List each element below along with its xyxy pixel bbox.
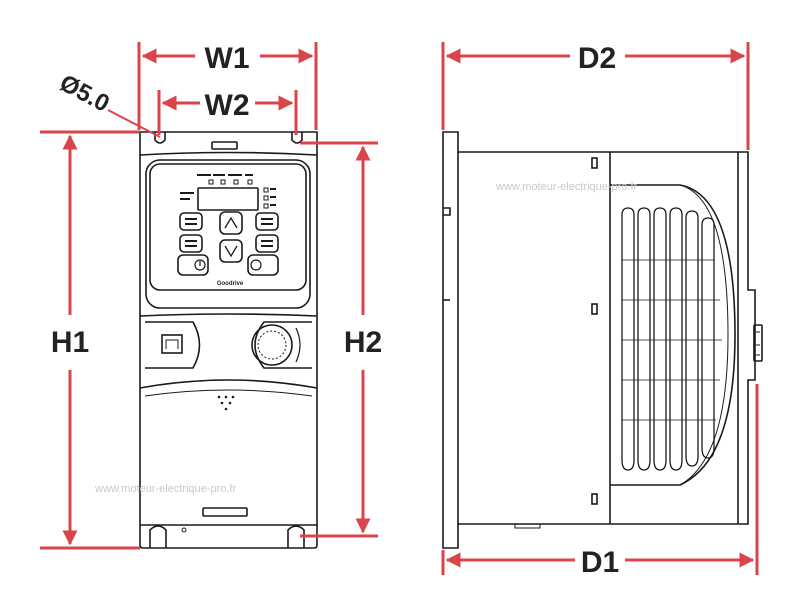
bottom-right-mount-slot	[287, 525, 305, 548]
top-right-mount-slot	[291, 132, 303, 144]
bottom-label-slot	[202, 507, 248, 517]
watermark-front: www.moteur-electrique-pro.fr	[94, 483, 237, 495]
comm-port-recess	[145, 321, 201, 369]
knob-recess	[254, 321, 312, 369]
data-enter-key[interactable]	[255, 212, 279, 231]
d1-label: D1	[581, 546, 619, 579]
dimension-arrows	[62, 48, 755, 568]
side-slot-1	[591, 157, 598, 169]
dimension-lines	[40, 42, 759, 575]
led-legend-text	[197, 174, 253, 176]
keypad-face	[149, 163, 307, 291]
keypad-bezel	[145, 159, 311, 309]
din-clip-detail	[756, 331, 760, 356]
side-slot-3	[591, 493, 598, 505]
lcd-display	[197, 187, 259, 211]
lower-cover-top	[139, 379, 318, 389]
shift-key[interactable]	[255, 234, 279, 253]
stop-reset-key[interactable]	[247, 254, 279, 276]
bottom-left-mount-slot	[149, 525, 167, 548]
left-wall-notch-top	[443, 207, 451, 216]
front-view: Goodrive	[139, 131, 318, 549]
status-leds	[208, 179, 253, 185]
top-vent-slot	[211, 141, 238, 150]
rj45-port	[161, 334, 183, 354]
program-key[interactable]	[179, 212, 203, 231]
front-cover-curve-inner	[679, 184, 729, 486]
knob-window	[295, 327, 301, 363]
keypad-brand: Goodrive	[217, 281, 244, 287]
h1-label: H1	[51, 326, 89, 359]
quick-jog-key[interactable]	[179, 234, 203, 253]
d2-label: D2	[578, 42, 616, 75]
potentiometer-knob-inner	[257, 330, 287, 360]
din-clip	[753, 324, 763, 362]
middle-band-top	[139, 313, 318, 317]
watermark-side: www.moteur-electrique-pro.fr	[495, 181, 638, 193]
run-key[interactable]	[177, 254, 209, 276]
front-cover-curve	[610, 184, 736, 486]
up-arrow-icon	[224, 216, 238, 229]
unit-indicator-text	[270, 188, 276, 206]
mode-indicator-text	[180, 192, 194, 200]
stop-icon	[250, 259, 262, 271]
w2-label: W2	[205, 89, 250, 122]
front-housing	[139, 131, 318, 549]
cover-vent-dots	[217, 395, 235, 411]
rj45-port-inner	[165, 339, 179, 349]
run-icon	[194, 259, 206, 271]
hole-leader	[107, 109, 161, 138]
potentiometer-knob[interactable]	[251, 324, 293, 366]
upper-panel	[139, 151, 318, 156]
base-foot	[514, 523, 541, 529]
key-legends	[185, 218, 273, 247]
w1-label: W1	[205, 42, 250, 75]
side-view	[442, 131, 763, 549]
hole-diameter-label: Ø5.0	[55, 69, 114, 117]
ground-screw	[181, 527, 187, 533]
top-left-mount-slot	[154, 132, 166, 144]
unit-indicators	[263, 187, 269, 209]
vent-crossbars	[622, 259, 722, 421]
up-key[interactable]	[219, 211, 243, 235]
side-vent-slots	[621, 207, 715, 471]
lower-cover-line	[144, 389, 313, 397]
side-slot-2	[591, 303, 598, 315]
down-key[interactable]	[219, 239, 243, 263]
h2-label: H2	[344, 326, 382, 359]
down-arrow-icon	[224, 245, 238, 258]
